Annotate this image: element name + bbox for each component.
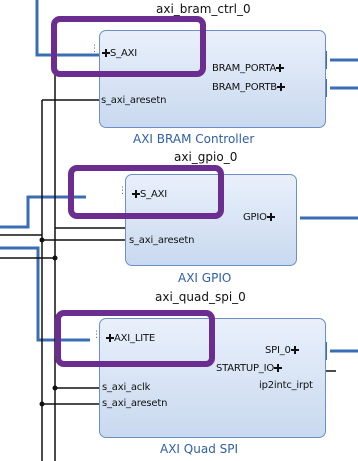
port-s-axi-aresetn[interactable]: s_axi_aresetn bbox=[101, 95, 167, 106]
plus-icon bbox=[266, 213, 275, 221]
plus-icon bbox=[102, 49, 110, 57]
bus-wire-bram-saxi bbox=[35, 0, 100, 57]
block-subtitle: AXI BRAM Controller bbox=[133, 132, 255, 146]
junction-dot bbox=[39, 401, 45, 407]
port-s-axi[interactable]: S_AXI bbox=[132, 189, 167, 200]
highlight-box-gpio-s-axi bbox=[68, 165, 224, 219]
port-startup-io[interactable]: STARTUP_IO bbox=[216, 363, 283, 374]
port-spi-0[interactable]: SPI_0 bbox=[265, 345, 299, 356]
highlight-box-spi-axi-lite bbox=[55, 310, 215, 367]
block-subtitle: AXI Quad SPI bbox=[160, 442, 239, 456]
port-s-axi-aresetn[interactable]: s_axi_aresetn bbox=[129, 235, 195, 246]
port-gpio[interactable]: GPIO bbox=[243, 212, 275, 223]
port-s-axi-aresetn[interactable]: s_axi_aresetn bbox=[102, 398, 168, 409]
ip-block-gpio[interactable] bbox=[125, 174, 297, 266]
port-bram-portb[interactable]: BRAM_PORTB bbox=[212, 82, 285, 93]
highlight-box-bram-s-axi bbox=[51, 16, 206, 77]
plus-icon bbox=[274, 364, 283, 372]
plus-icon bbox=[276, 64, 285, 72]
port-axi-lite[interactable]: AXI_LITE bbox=[106, 333, 155, 344]
block-subtitle: AXI GPIO bbox=[178, 271, 232, 285]
port-ip2intc-irpt[interactable]: ip2intc_irpt bbox=[259, 380, 313, 391]
ip-block-bram-ctrl[interactable] bbox=[99, 30, 326, 128]
block-instance-name: axi_gpio_0 bbox=[174, 150, 238, 164]
port-connector-marker: ⋮ bbox=[90, 44, 99, 54]
bus-wire-gpio-saxi bbox=[0, 195, 86, 229]
plus-icon bbox=[276, 83, 285, 91]
bus-wire-spi-axilite bbox=[0, 246, 90, 342]
block-instance-name: axi_quad_spi_0 bbox=[155, 290, 246, 304]
plus-icon bbox=[132, 190, 140, 198]
junction-dot bbox=[52, 255, 58, 261]
port-connector-marker: ⋮ bbox=[118, 186, 127, 196]
junction-dot bbox=[39, 237, 45, 243]
block-instance-name: axi_bram_ctrl_0 bbox=[156, 2, 251, 16]
plus-icon bbox=[106, 334, 114, 342]
port-connector-marker: ⋮ bbox=[92, 330, 101, 340]
port-s-axi[interactable]: S_AXI bbox=[102, 48, 137, 59]
port-s-axi-aclk[interactable]: s_axi_aclk bbox=[102, 382, 151, 393]
junction-dot bbox=[52, 385, 58, 391]
port-bram-porta[interactable]: BRAM_PORTA bbox=[212, 63, 285, 74]
plus-icon bbox=[290, 346, 299, 354]
